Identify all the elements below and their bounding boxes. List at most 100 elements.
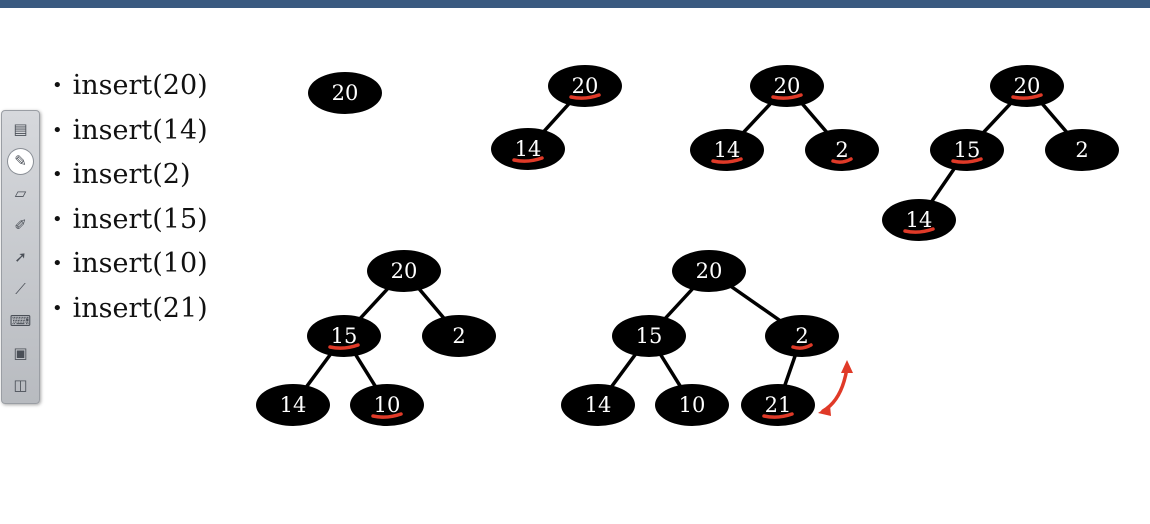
node-ellipse xyxy=(1045,129,1119,171)
red-underline-mark xyxy=(371,412,403,419)
operation-item: •insert(14) xyxy=(52,111,208,156)
node-ellipse xyxy=(491,128,565,170)
red-underline-mark xyxy=(771,93,803,100)
node-label: 14 xyxy=(585,393,612,417)
node-ellipse xyxy=(930,129,1004,171)
heap-node: 10 xyxy=(350,384,424,426)
node-label: 20 xyxy=(391,259,418,283)
red-underline-mark xyxy=(762,412,794,419)
node-label: 14 xyxy=(906,208,933,232)
node-ellipse xyxy=(422,315,496,357)
pen-icon[interactable]: ✎ xyxy=(8,149,33,174)
red-underline-mark xyxy=(1011,93,1043,100)
heap-node: 20 xyxy=(367,250,441,292)
screen-capture-icon[interactable]: ▣ xyxy=(13,344,28,362)
top-bar xyxy=(0,0,1150,8)
operation-item: •insert(21) xyxy=(52,289,208,334)
heap-step-5: 20 15 2 14 10 xyxy=(256,250,496,426)
red-underline-mark xyxy=(711,157,743,164)
node-ellipse xyxy=(307,315,381,357)
heap-step-1: 20 xyxy=(308,72,382,114)
red-underline-mark xyxy=(569,93,601,100)
node-ellipse xyxy=(548,65,622,107)
heap-node: 15 xyxy=(930,129,1004,171)
heap-node: 20 xyxy=(548,65,622,107)
node-label: 20 xyxy=(774,74,801,98)
magic-pen-icon[interactable]: ⟋ xyxy=(15,280,26,298)
bullet: • xyxy=(52,208,63,230)
red-underline-mark xyxy=(328,343,360,350)
heap-node: 2 xyxy=(1045,129,1119,171)
heap-node: 14 xyxy=(561,384,635,426)
node-ellipse xyxy=(750,65,824,107)
heap-step-3: 20 14 2 xyxy=(690,65,879,171)
heap-step-4: 20 15 2 14 xyxy=(882,65,1119,241)
operation-label: insert(14) xyxy=(72,114,208,146)
node-label: 2 xyxy=(1075,138,1088,162)
node-ellipse xyxy=(882,199,956,241)
node-label: 14 xyxy=(280,393,307,417)
node-label: 10 xyxy=(679,393,706,417)
heap-node: 14 xyxy=(256,384,330,426)
node-ellipse xyxy=(308,72,382,114)
node-label: 14 xyxy=(714,138,741,162)
node-ellipse xyxy=(256,384,330,426)
node-label: 10 xyxy=(374,393,401,417)
select-arrow-icon[interactable]: ➚ xyxy=(14,248,27,266)
keyboard-icon[interactable]: ⌨ xyxy=(9,312,32,330)
operation-item: • insert(10) xyxy=(52,244,208,289)
red-underline-mark xyxy=(951,157,983,164)
node-ellipse xyxy=(741,384,815,426)
node-ellipse xyxy=(367,250,441,292)
heap-node: 2 xyxy=(765,315,839,357)
operation-label: insert(20) xyxy=(72,70,208,101)
node-ellipse xyxy=(612,315,686,357)
node-ellipse xyxy=(765,315,839,357)
eraser-icon[interactable]: ▱ xyxy=(14,184,27,202)
operation-item: • insert(20) xyxy=(52,66,208,111)
red-underline-mark xyxy=(903,227,935,234)
node-ellipse xyxy=(561,384,635,426)
node-ellipse xyxy=(672,250,746,292)
node-label: 2 xyxy=(835,138,848,162)
node-label: 20 xyxy=(572,74,599,98)
node-label: 21 xyxy=(765,393,792,417)
heap-step-6: 20 15 2 14 10 21 xyxy=(561,250,853,426)
operation-label: insert(10) xyxy=(72,248,208,280)
node-ellipse xyxy=(990,65,1064,107)
node-label: 2 xyxy=(452,324,465,348)
node-ellipse xyxy=(690,129,764,171)
heap-node: 2 xyxy=(422,315,496,357)
bullet: • xyxy=(52,164,63,186)
node-label: 2 xyxy=(795,324,808,348)
heap-node: 10 xyxy=(655,384,729,426)
heap-node: 14 xyxy=(690,129,764,171)
heap-node: 21 xyxy=(741,384,815,426)
node-ellipse xyxy=(805,129,879,171)
node-label: 15 xyxy=(954,138,981,162)
operation-label: insert(15) xyxy=(72,203,208,235)
display-icon[interactable]: ◫ xyxy=(13,376,28,394)
pen-toolbar: ▤ ✎ ▱ ✐ ➚ ⟋ ⌨ ▣ ◫ xyxy=(1,110,40,404)
bullet: • xyxy=(52,253,63,275)
heap-node: 20 xyxy=(990,65,1064,107)
operation-label: insert(2) xyxy=(72,159,191,191)
node-ellipse xyxy=(350,384,424,426)
red-underline-mark xyxy=(791,343,813,350)
bullet: • xyxy=(52,75,63,96)
heap-node: 14 xyxy=(882,199,956,241)
node-label: 20 xyxy=(1014,74,1041,98)
swap-arrow xyxy=(818,360,853,416)
highlighter-icon[interactable]: ✐ xyxy=(14,216,27,234)
node-label: 15 xyxy=(636,324,663,348)
heap-node: 20 xyxy=(308,72,382,114)
heap-node: 2 xyxy=(805,129,879,171)
node-label: 20 xyxy=(696,259,723,283)
notebook-icon[interactable]: ▤ xyxy=(13,120,28,138)
operation-item: • insert(2) xyxy=(52,155,208,200)
heap-node: 14 xyxy=(491,128,565,170)
heap-node: 15 xyxy=(307,315,381,357)
bullet: • xyxy=(52,297,63,319)
